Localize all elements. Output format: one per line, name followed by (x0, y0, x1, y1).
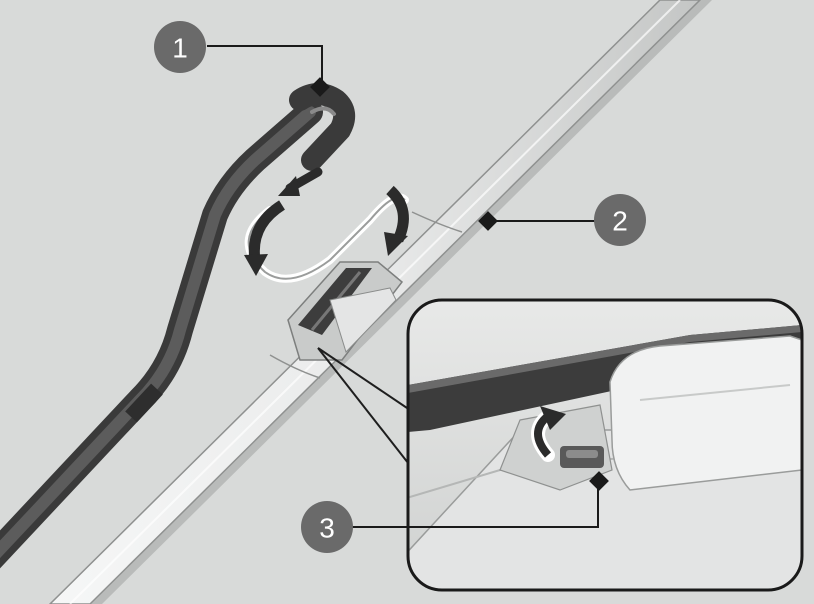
callout-number: 1 (172, 33, 188, 64)
callout-1: 1 (154, 21, 330, 97)
inset-zoom-view (406, 298, 804, 592)
blade-adapter (287, 261, 404, 361)
inset-border (406, 298, 804, 592)
motion-path-arrows (244, 167, 409, 283)
curved-arrow-icon (534, 412, 552, 458)
callout-2: 2 (478, 194, 646, 246)
callout-number: 2 (612, 206, 628, 237)
wiper-arm (0, 83, 356, 569)
callout-number: 3 (319, 513, 335, 544)
curved-arrow-icon (248, 200, 286, 261)
zoom-leader-lines (317, 347, 413, 469)
callout-3: 3 (301, 471, 609, 553)
arrow-head-icon (278, 176, 300, 196)
